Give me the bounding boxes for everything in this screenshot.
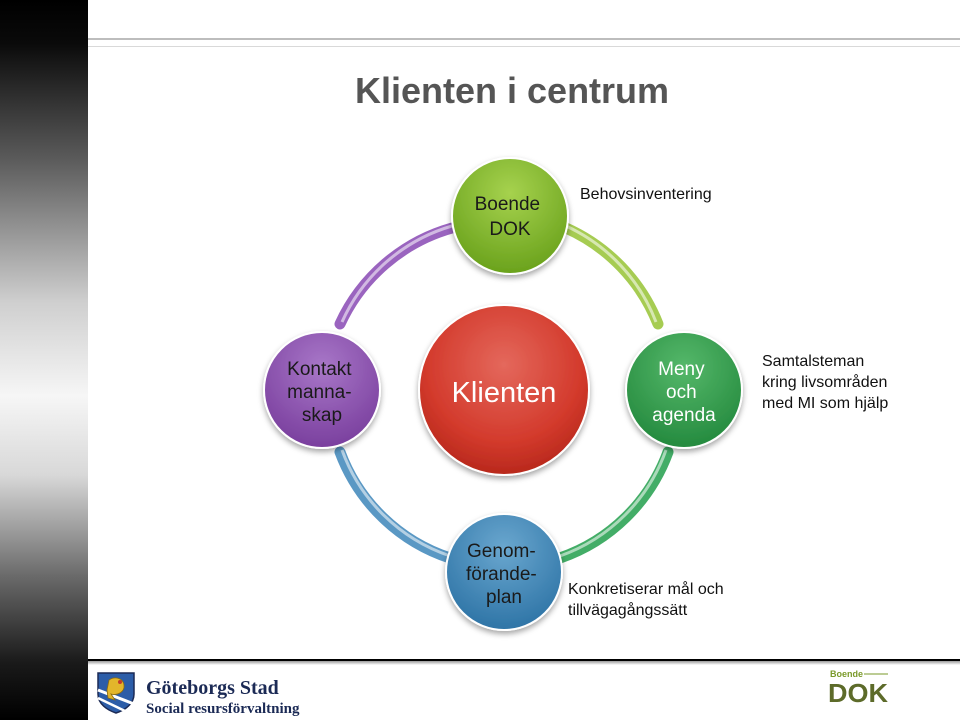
dok-logo-big: DOK (828, 678, 888, 708)
note-behovsinventering: Behovsinventering (580, 186, 712, 203)
ring-arc-right-bottom (554, 446, 674, 564)
node-right-line3: agenda (652, 405, 716, 426)
node-genomforandeplan (445, 513, 563, 631)
top-divider (88, 38, 960, 40)
node-top-line1: Boende (475, 194, 541, 215)
footer-brand: Göteborgs Stad Social resursförvaltning (146, 677, 299, 719)
dok-logo-small: Boende (830, 669, 863, 679)
note-right-line3: med MI som hjälp (762, 395, 889, 412)
note-right-line1: Samtalsteman (762, 353, 865, 370)
note-konkretiserar: Konkretiserar mål och tillvägagångssätt (568, 579, 724, 621)
footer-divider-shadow (88, 661, 960, 665)
node-right-line1: Meny (658, 359, 705, 380)
center-label: Klienten (452, 377, 557, 409)
node-boende-dok (451, 157, 569, 275)
note-bottom-line1: Konkretiserar mål och (568, 581, 724, 598)
goteborg-coat-of-arms-icon (97, 672, 135, 714)
svg-text:Meny och agenda: Meny och agenda (652, 359, 716, 426)
node-left-line2: manna- (287, 382, 351, 403)
slide-title: Klienten i centrum (355, 70, 670, 111)
node-top-line2: DOK (489, 219, 531, 240)
note-samtalsteman: Samtalsteman kring livsområden med MI so… (762, 351, 888, 414)
brand-line2: Social resursförvaltning (146, 701, 300, 717)
note-right-line2: kring livsområden (762, 374, 888, 391)
footer-divider (88, 659, 960, 661)
svg-text:Boende DOK: Boende DOK (475, 194, 546, 240)
ring-arc-top-right (560, 222, 664, 330)
node-kontakt-mannaskap (263, 331, 381, 449)
left-gradient-bar (0, 0, 88, 720)
node-bottom-line1: Genom- (467, 541, 536, 562)
node-left-line3: skap (302, 405, 342, 426)
node-left-line1: Kontakt (287, 359, 352, 380)
boende-dok-logo: Boende DOK (828, 669, 888, 708)
note-bottom-line2: tillvägagångssätt (568, 602, 688, 619)
node-bottom-line2: förande- (466, 564, 537, 585)
svg-text:Genom- förande- plan: Genom- förande- plan (466, 541, 542, 608)
node-right-line2: och (666, 382, 697, 403)
top-divider-thin (88, 46, 960, 47)
svg-text:Kontakt manna- skap: Kontakt manna- skap (287, 359, 357, 426)
ring-arc-left-top (334, 222, 458, 330)
node-bottom-line3: plan (486, 587, 522, 608)
brand-line1: Göteborgs Stad (146, 677, 279, 699)
node-meny-agenda (625, 331, 743, 449)
ring-arc-bottom-left (334, 446, 456, 564)
center-node (418, 304, 590, 476)
